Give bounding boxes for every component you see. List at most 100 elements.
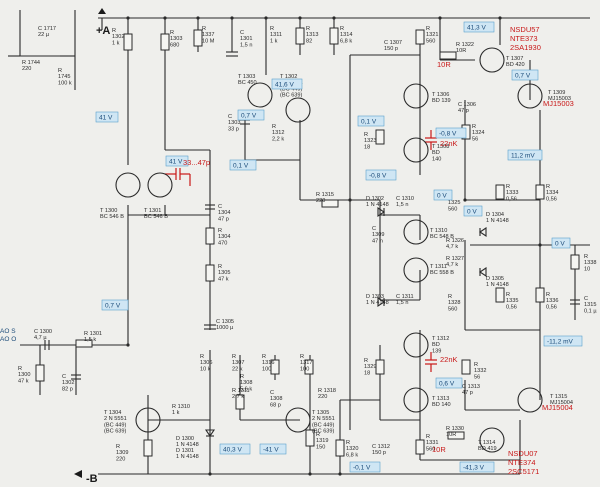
svg-text:40,3 V: 40,3 V bbox=[223, 447, 242, 454]
rail-negative-label: -B bbox=[86, 473, 98, 485]
resistor-r1305 bbox=[205, 264, 215, 282]
resistor-r1309 bbox=[143, 439, 153, 457]
red-added-rc-top bbox=[425, 130, 437, 150]
voltage-tag-v-0-d1304: 0 V bbox=[463, 205, 483, 217]
note-sub-t1309: MJ15003 bbox=[543, 99, 574, 108]
resistor-r1338 bbox=[570, 254, 580, 270]
svg-text:-0,1 V: -0,1 V bbox=[353, 465, 371, 472]
diode-d1304 bbox=[479, 226, 487, 238]
svg-text:-0,8 V: -0,8 V bbox=[439, 131, 457, 138]
diode-d1300-d1301 bbox=[204, 429, 216, 437]
voltage-tag-v-07-t1302: 0,7 V bbox=[237, 109, 265, 121]
voltage-tag-v-m01: -0,1 V bbox=[349, 461, 381, 473]
resistor-r1330 bbox=[447, 431, 465, 440]
resistor-r1323 bbox=[375, 129, 385, 145]
transistor-t1309 bbox=[517, 83, 543, 109]
resistor-r1315 bbox=[321, 199, 339, 208]
resistor-r1319 bbox=[305, 429, 315, 447]
rail-labels: +A -B bbox=[74, 8, 110, 485]
transistor-t1302 bbox=[247, 82, 273, 108]
transistor-t1306 bbox=[403, 83, 429, 109]
voltage-tag-v-m08-r1323: -0,8 V bbox=[435, 127, 467, 139]
note-sub-bot-2: NTE374 bbox=[508, 458, 536, 467]
voltage-tag-v-403: 40,3 V bbox=[219, 443, 251, 455]
resistor-r1337 bbox=[193, 29, 203, 47]
transistor-t1301 bbox=[147, 172, 173, 198]
note-added-cap: 33...47p bbox=[183, 158, 210, 167]
diode-d1302 bbox=[377, 206, 385, 218]
svg-text:0 V: 0 V bbox=[555, 241, 565, 248]
voltage-tag-v-413-top: 41,3 V bbox=[463, 21, 495, 33]
voltage-tag-v-m413: -41,3 V bbox=[459, 461, 495, 473]
voltage-tag-v-06: 0,6 V bbox=[435, 377, 463, 389]
resistor-r1301 bbox=[75, 339, 93, 348]
resistor-r1322 bbox=[439, 51, 457, 60]
input-labels: AO S AO O bbox=[0, 328, 16, 343]
transistor-t1307 bbox=[479, 47, 505, 73]
voltage-tag-v-01-c1303: 0,1 V bbox=[229, 159, 257, 171]
resistor-r1335 bbox=[495, 287, 505, 303]
resistor-r1321 bbox=[415, 29, 425, 45]
note-22nk-bottom: 22nK bbox=[440, 355, 458, 364]
resistor-r1316 bbox=[270, 359, 280, 375]
voltage-tag-v-112: 11,2 mV bbox=[507, 149, 543, 161]
transistor-t1313 bbox=[403, 387, 429, 413]
resistor-r1333 bbox=[495, 184, 505, 200]
note-sub-t1315: MJ15004 bbox=[542, 403, 573, 412]
svg-text:41,3 V: 41,3 V bbox=[467, 25, 486, 32]
capacitor-c1305 bbox=[204, 324, 216, 330]
capacitor-c1304 bbox=[205, 204, 215, 210]
svg-text:-0,8 V: -0,8 V bbox=[369, 173, 387, 180]
capacitor-c1302 bbox=[71, 374, 81, 380]
resistor-r1304 bbox=[205, 227, 215, 245]
svg-text:41 V: 41 V bbox=[169, 159, 183, 166]
note-sub-top-1: NSDU57 bbox=[510, 25, 540, 34]
note-sub-top-2: NTE373 bbox=[510, 34, 538, 43]
transistor-t1300 bbox=[115, 172, 141, 198]
voltage-tag-v-0-out: 0 V bbox=[551, 237, 571, 249]
resistor-r1331 bbox=[415, 439, 425, 455]
diode-d1305 bbox=[479, 266, 487, 278]
red-added-rc-bottom bbox=[425, 352, 437, 372]
rail-positive-label: +A bbox=[96, 25, 110, 37]
svg-text:0 V: 0 V bbox=[467, 209, 477, 216]
